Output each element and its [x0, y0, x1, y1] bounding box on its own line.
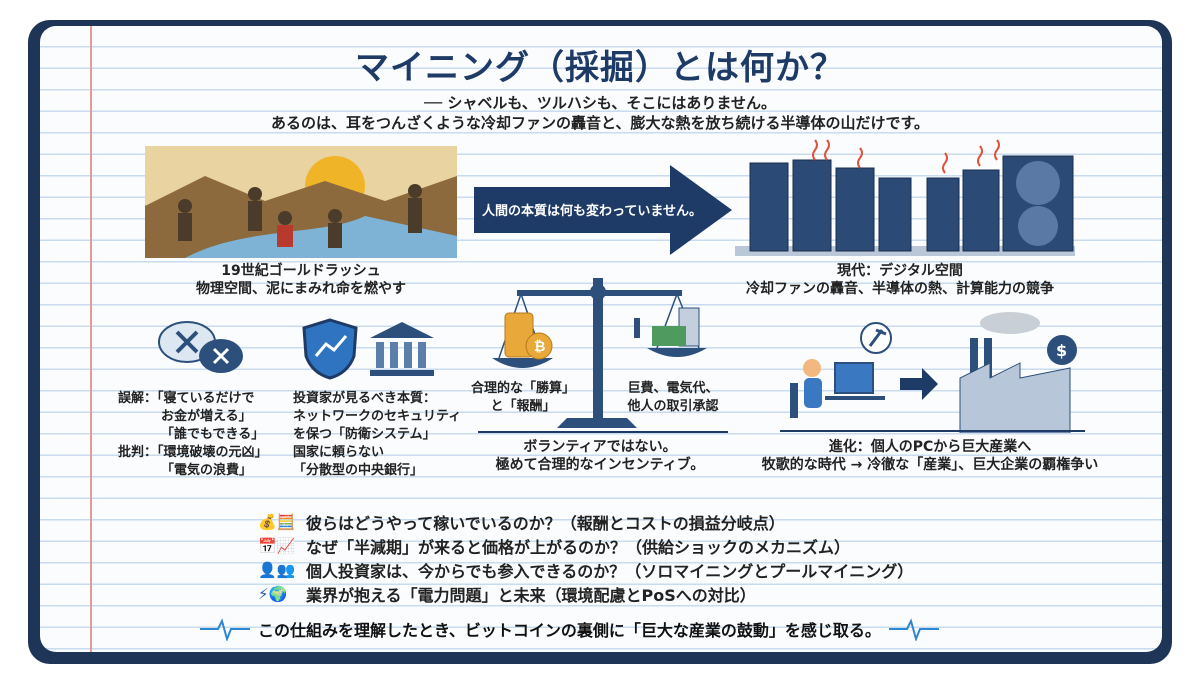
past-desc: 物理空間、泥にまみれ命を燃やす [196, 281, 406, 297]
topic-item: 💰🧮 彼らはどうやって稼いでいるのか？（報酬とコストの損益分岐点） [258, 510, 913, 534]
scale-caption-line: 極めて合理的なインセンティブ。 [495, 457, 705, 473]
scale-caption: ボランティアではない。 極めて合理的なインセンティブ。 [460, 438, 740, 474]
present-title: 現代：デジタル空間 [837, 263, 963, 279]
scale-right-label-line: 他人の取引承認 [627, 399, 719, 414]
arrow-text: 人間の本質は何も変わっていません。 [482, 204, 702, 219]
scale-right-label: 巨費、電気代、 他人の取引承認 [618, 380, 728, 416]
svg-text:$: $ [1056, 341, 1067, 360]
subtitle-2: あるのは、耳をつんざくような冷却ファンの轟音と、膨大な熱を放ち続ける半導体の山だ… [271, 114, 929, 132]
topic-item: 👤👥 個人投資家は、今からでも参入できるのか？（ソロマイニングとプールマイニング） [258, 558, 913, 582]
pc-to-factory-illustration: $ [780, 312, 1085, 433]
misconception-line: 「誰でもできる」 [161, 427, 265, 442]
page-title: マイニング（採掘）とは何か？ [355, 48, 845, 88]
shield-bank-icons [302, 318, 434, 380]
scale-left-label-line: 合理的な「勝算」 [470, 381, 575, 396]
subtitle-1: ── シャベルも、ツルハシも、そこにはありません。 [424, 94, 776, 112]
heartbeat-icon [888, 618, 939, 641]
calendar-chart-icon: 📅📈 [258, 537, 296, 555]
criticism-line: 批判：「環境破壊の元凶」 [118, 445, 268, 460]
transition-arrow: 人間の本質は何も変わっていません。 [474, 165, 734, 255]
topic-text: 個人投資家は、今からでも参入できるのか？（ソロマイニングとプールマイニング） [306, 562, 914, 581]
topic-text: なぜ「半減期」が来ると価格が上がるのか？（供給ショックのメカニズム） [306, 538, 851, 557]
margin-line [90, 26, 92, 652]
topic-list: 💰🧮 彼らはどうやって稼いでいるのか？（報酬とコストの損益分岐点） 📅📈 なぜ「半減… [258, 510, 913, 606]
gold-rush-illustration [145, 146, 457, 258]
present-desc: 冷却ファンの轟音、半導体の熱、計算能力の競争 [746, 281, 1054, 297]
footer: この仕組みを理解したとき、ビットコインの裏側に「巨大な産業の鼓動」を感じ取る。 [200, 617, 1020, 641]
topic-item: 📅📈 なぜ「半減期」が来ると価格が上がるのか？（供給ショックのメカニズム） [258, 534, 913, 558]
money-calculator-icon: 💰🧮 [258, 513, 296, 531]
topic-text: 彼らはどうやって稼いでいるのか？（報酬とコストの損益分岐点） [306, 514, 785, 533]
essence-line: を保つ「防衛システム」 [293, 427, 436, 442]
topic-text: 業界が抱える「電力問題」と未来（環境配慮とPoSへの対比） [306, 586, 756, 605]
criticism-line: 「電気の浪費」 [161, 463, 253, 478]
person-group-icon: 👤👥 [258, 561, 296, 579]
scale-caption-line: ボランティアではない。 [523, 439, 677, 455]
evolution-desc: 牧歌的な時代 → 冷徹な「産業」、巨大企業の覇権争い [761, 457, 1099, 473]
misconception-line: 誤解：「寝ているだけで [118, 391, 255, 406]
topic-item: ⚡🌍 業界が抱える「電力問題」と未来（環境配慮とPoSへの対比） [258, 582, 913, 606]
lightning-globe-icon: ⚡🌍 [258, 585, 288, 603]
misconception-line: お金が増える」 [161, 409, 252, 424]
essence-text: 投資家が見るべき本質： ネットワークのセキュリティ を保つ「防衛システム」 国家… [293, 390, 461, 480]
heartbeat-icon [200, 618, 250, 641]
balance-scale-illustration: ₿ [492, 278, 707, 428]
scale-left-label-line: と「報酬」 [490, 399, 556, 414]
svg-text:₿: ₿ [534, 339, 545, 355]
speech-bubbles-x-icon [158, 321, 243, 373]
essence-line: ネットワークのセキュリティ [293, 409, 462, 424]
server-racks-illustration [735, 139, 1075, 256]
divider [478, 431, 728, 433]
essence-line: 「分散型の中央銀行」 [293, 463, 424, 478]
evolution-title: 進化：個人のPCから巨大産業へ [828, 439, 1032, 455]
past-title: 19世紀ゴールドラッシュ [221, 263, 381, 279]
essence-line: 国家に頼らない [293, 445, 385, 460]
misconception-text: 誤解：「寝ているだけで お金が増える」 「誰でもできる」 批判：「環境破壊の元凶… [118, 390, 268, 480]
scale-left-label: 合理的な「勝算」 と「報酬」 [468, 380, 578, 416]
footer-text: この仕組みを理解したとき、ビットコインの裏側に「巨大な産業の鼓動」を感じ取る。 [258, 621, 881, 640]
scale-right-label-line: 巨費、電気代、 [627, 381, 719, 396]
essence-line: 投資家が見るべき本質： [293, 391, 437, 406]
